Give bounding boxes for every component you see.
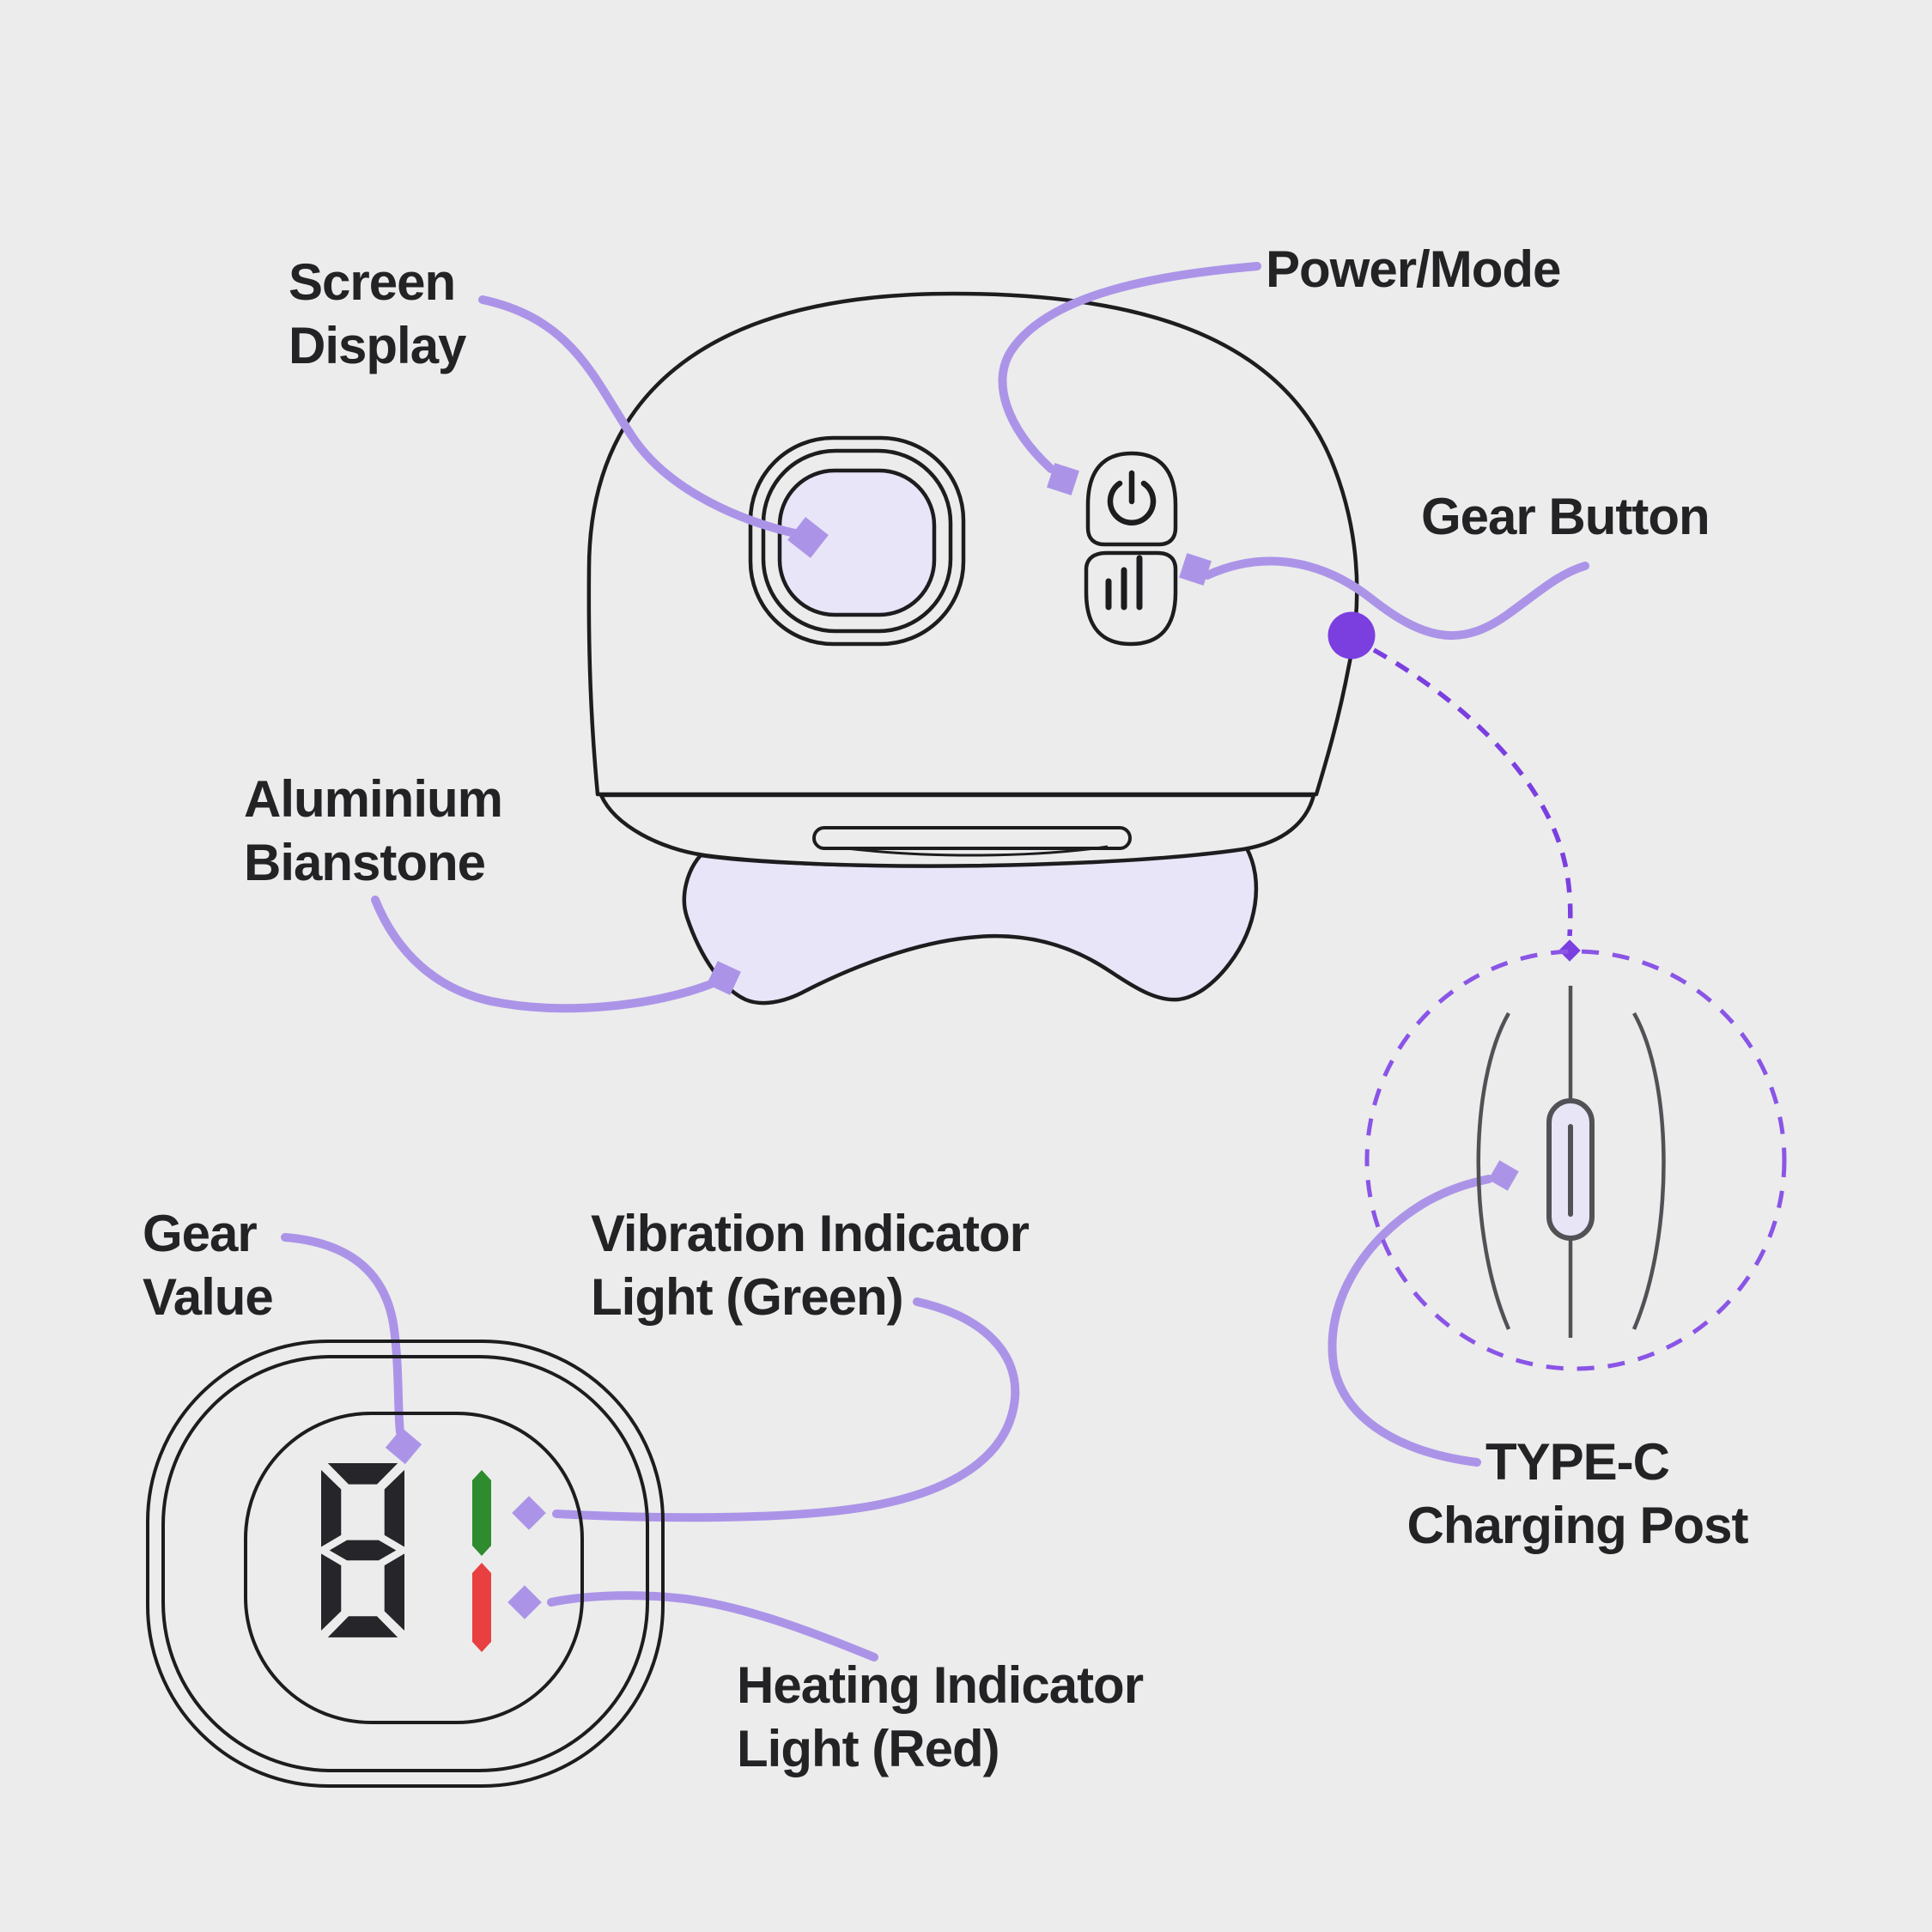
leader-lines [281,262,1589,1662]
label-line: Vibration Indicator [591,1205,1030,1262]
closeup-display-window [244,1412,584,1724]
leader-type-c [1327,1175,1493,1467]
label-line: Display [289,317,466,374]
square-marker-icon [1179,553,1212,586]
label-line: Aluminium [244,770,503,828]
device-slit [812,826,1132,850]
screen-closeup-group [146,1340,665,1788]
device-body-group [586,291,1359,1005]
signal-bars-icon [1105,555,1143,611]
dashed-connector [1372,647,1573,937]
heating-indicator-light [472,1563,491,1652]
label-line: Value [143,1268,274,1326]
charging-post-callout [1327,611,1787,1371]
label-line: Light (Green) [591,1268,904,1326]
leader-heating-indicator [547,1591,878,1662]
label-heating-indicator: Heating Indicator Light (Red) [737,1654,1144,1781]
label-vibration-indicator: Vibration Indicator Light (Green) [591,1202,1030,1329]
square-marker-icon [1047,463,1079,495]
label-line: Screen [289,253,456,311]
power-icon [1107,470,1157,526]
gear-button [1084,550,1178,647]
leader-gear-value [281,1233,404,1437]
closeup-middle-ring [161,1355,649,1772]
leader-screen-display [478,295,799,538]
square-marker-icon [1488,1160,1519,1191]
label-aluminium-bianstone: Aluminium Bianstone [244,768,503,895]
seven-segment-digit [321,1463,404,1637]
label-line: Power/Mode [1266,240,1561,298]
screen-display-window [777,468,937,617]
device-slit-underline [846,845,1109,857]
label-gear-value: Gear Value [143,1202,274,1329]
leader-power-mode [998,262,1261,473]
square-marker-icon [385,1427,422,1465]
label-line: Heating Indicator [737,1656,1144,1714]
vibration-indicator-light [472,1470,491,1556]
label-power-mode: Power/Mode [1266,238,1561,301]
leader-aluminium-bianstone [371,896,715,1013]
leader-vibration-indicator [552,1297,1020,1522]
screen-middle-ring [761,448,953,634]
zoom-circle-dashed [1364,949,1787,1371]
square-marker-icon [787,517,829,558]
label-line: Charging Post [1406,1497,1748,1554]
label-type-c: TYPE-C Charging Post [1406,1431,1748,1558]
diamond-marker-icon [512,1496,546,1530]
closeup-outer-ring [146,1340,665,1788]
label-line: Bianstone [244,834,486,891]
edge-anchor-dot [1327,611,1376,659]
square-marker-icon [707,961,741,995]
label-screen-display: Screen Display [289,251,466,378]
label-line: Gear [143,1205,258,1262]
label-line: Light (Red) [737,1720,1000,1777]
label-line: Gear Button [1421,488,1710,545]
device-dome-shape [586,291,1359,797]
label-line: TYPE-C [1485,1433,1670,1491]
diamond-marker-icon [507,1585,542,1619]
label-gear-button: Gear Button [1421,485,1710,549]
leader-gear-button [1203,556,1589,641]
bianstone-base-shape [682,846,1259,1005]
